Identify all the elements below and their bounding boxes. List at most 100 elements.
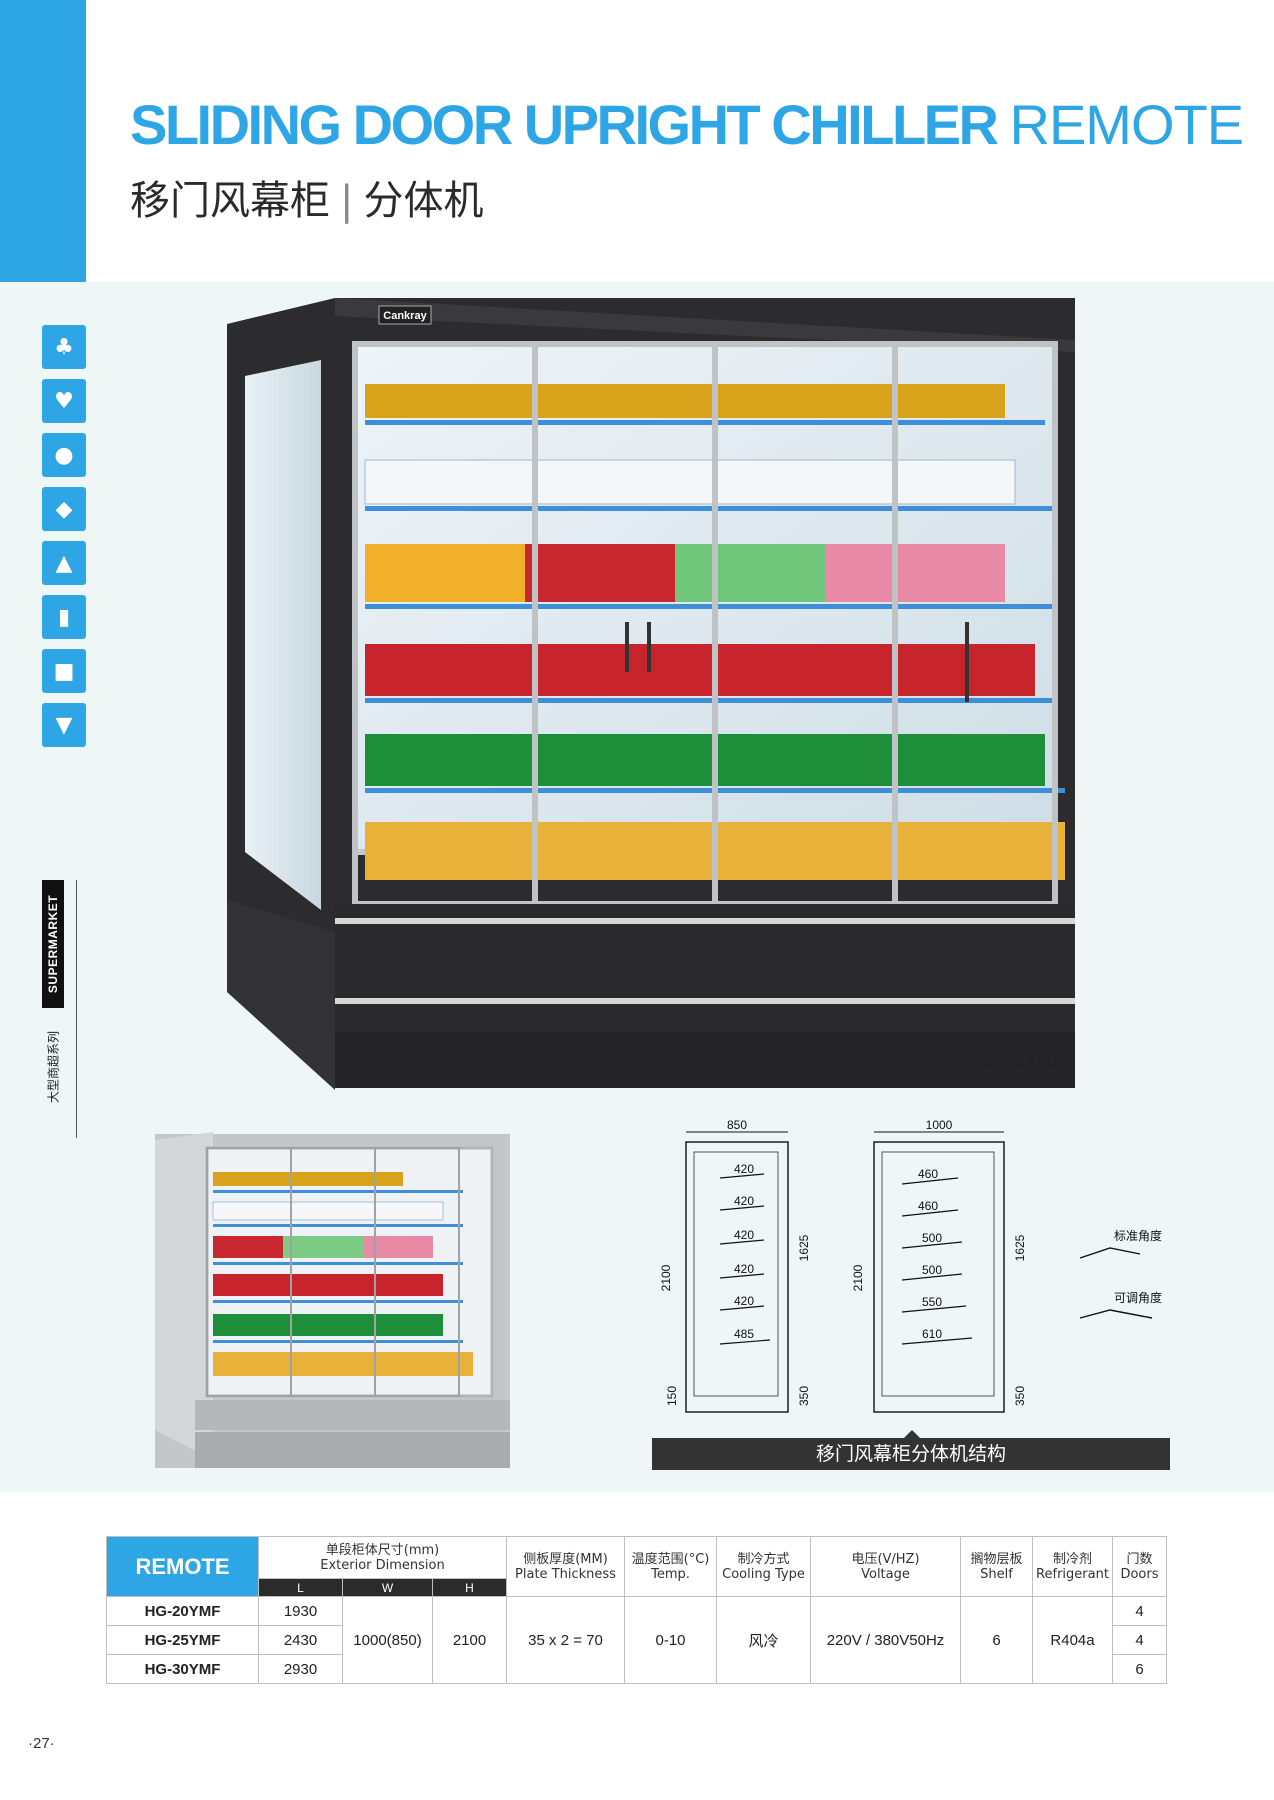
right-shelf-6: 610: [922, 1327, 942, 1341]
left-width-label: 850: [727, 1118, 747, 1132]
title-cn-separator: |: [340, 178, 354, 224]
dimension-cn: 单段柜体尺寸(mm): [325, 1542, 440, 1558]
structure-section-title: 移门风幕柜分体机结构: [652, 1430, 1170, 1470]
left-shelf-5: 420: [734, 1294, 754, 1308]
doors-cn: 门数: [1126, 1551, 1153, 1567]
dimension-en: Exterior Dimension: [320, 1557, 445, 1573]
series-label-cn: 大型商超系列: [46, 1030, 61, 1104]
series-label-cn-box: 大型商超系列: [42, 1012, 64, 1122]
left-shelf-3: 420: [734, 1228, 754, 1242]
title-cn-right: 分体机: [363, 178, 484, 224]
category-icon-list: ♣ ♥ ● ◆ ▲ ▮ ■ ▼: [42, 325, 86, 757]
spec-header-h: H: [432, 1578, 507, 1597]
right-shelf-5: 550: [922, 1295, 942, 1309]
row-shelf: 6: [960, 1596, 1033, 1684]
left-shelf-1: 420: [734, 1162, 754, 1176]
series-label-en-box: SUPERMARKET: [42, 880, 64, 1008]
cake-icon: ▲: [42, 541, 86, 585]
table-row: HG-30YMF 2930 6: [106, 1654, 1167, 1684]
row-model: HG-25YMF: [106, 1625, 259, 1655]
right-height-label: 2100: [851, 1264, 865, 1291]
voltage-en: Voltage: [861, 1566, 910, 1582]
table-row: HG-25YMF 2430 4: [106, 1625, 1167, 1655]
structure-diagram: 850 2100 1625 350 150 420 420 420 420 42…: [659, 1118, 1162, 1413]
series-label-rule: [76, 880, 77, 1138]
spec-header-temp: 温度范围(°C) Temp.: [624, 1536, 717, 1597]
left-foot-label: 150: [665, 1386, 679, 1406]
brand-logo: Cankray: [383, 310, 427, 322]
row-height: 2100: [432, 1596, 507, 1684]
temp-en: Temp.: [651, 1566, 690, 1582]
right-shelf-2: 460: [918, 1199, 938, 1213]
row-doors: 6: [1112, 1654, 1167, 1684]
secondary-chiller-image: [155, 1132, 510, 1468]
left-shelf-2: 420: [734, 1194, 754, 1208]
row-cooling: 风冷: [716, 1596, 811, 1684]
row-width: 1000(850): [342, 1596, 433, 1684]
structure-section-title-text: 移门风幕柜分体机结构: [815, 1443, 1006, 1465]
shelf-en: Shelf: [980, 1566, 1013, 1582]
fruit-icon: ●: [42, 433, 86, 477]
row-doors: 4: [1112, 1625, 1167, 1655]
spec-header-shelf: 搁物层板 Shelf: [960, 1536, 1033, 1597]
table-row: HG-20YMF 1930 1000(850) 2100 35 x 2 = 70…: [106, 1596, 1167, 1684]
spec-header-dimension: 单段柜体尺寸(mm) Exterior Dimension: [258, 1536, 507, 1579]
bottle-icon: ▮: [42, 595, 86, 639]
row-length: 1930: [258, 1596, 343, 1626]
title-main: SLIDING DOOR UPRIGHT CHILLER: [130, 93, 999, 156]
ice-cream-icon: ▼: [42, 703, 86, 747]
row-model: HG-30YMF: [106, 1654, 259, 1684]
right-base-label: 350: [1013, 1386, 1027, 1406]
shelf-cn: 搁物层板: [970, 1551, 1023, 1567]
spec-header-l: L: [258, 1578, 343, 1597]
spec-header-voltage: 电压(V/HZ) Voltage: [810, 1536, 961, 1597]
blue-corner-tab: [0, 0, 86, 282]
row-plate: 35 x 2 = 70: [506, 1596, 625, 1684]
hero-model-label: HG-25YMF: [968, 1050, 1065, 1071]
row-model: HG-20YMF: [106, 1596, 259, 1626]
plate-cn: 侧板厚度(MM): [523, 1551, 608, 1567]
right-width-label: 1000: [926, 1118, 953, 1132]
right-shelf-4: 500: [922, 1263, 942, 1277]
milk-carton-icon: ■: [42, 649, 86, 693]
doors-en: Doors: [1120, 1566, 1159, 1582]
spec-table: REMOTE 单段柜体尺寸(mm) Exterior Dimension 侧板厚…: [106, 1536, 1167, 1684]
page-title: SLIDING DOOR UPRIGHT CHILLER REMOTE: [130, 92, 1245, 157]
left-base-label: 350: [797, 1386, 811, 1406]
right-shelf-1: 460: [918, 1167, 938, 1181]
right-inner-label: 1625: [1013, 1234, 1027, 1261]
series-label-en: SUPERMARKET: [46, 894, 60, 994]
spec-header-doors: 门数 Doors: [1112, 1536, 1167, 1597]
row-length: 2930: [258, 1654, 343, 1684]
plate-en: Plate Thickness: [515, 1566, 616, 1582]
spec-header-refrigerant: 制冷剂 Refrigerant: [1032, 1536, 1113, 1597]
meat-icon: ♥: [42, 379, 86, 423]
page-number: ·27·: [28, 1735, 55, 1752]
spec-header-w: W: [342, 1578, 433, 1597]
title-variant: REMOTE: [1009, 93, 1245, 156]
cooling-en: Cooling Type: [722, 1566, 805, 1582]
spec-header-cooling: 制冷方式 Cooling Type: [716, 1536, 811, 1597]
series-label: SUPERMARKET 大型商超系列: [38, 880, 77, 1138]
spec-header-remote: REMOTE: [106, 1536, 259, 1597]
left-inner-label: 1625: [797, 1234, 811, 1261]
angle-standard-label: 标准角度: [1114, 1228, 1162, 1243]
left-height-label: 2100: [659, 1264, 673, 1291]
angle-adjustable-label: 可调角度: [1114, 1290, 1162, 1305]
refrigerant-en: Refrigerant: [1036, 1566, 1109, 1582]
section-title-notch: [904, 1430, 920, 1438]
refrigerant-cn: 制冷剂: [1052, 1551, 1092, 1567]
right-shelf-3: 500: [922, 1231, 942, 1245]
row-length: 2430: [258, 1625, 343, 1655]
row-doors: 4: [1112, 1596, 1167, 1626]
page-title-cn: 移门风幕柜|分体机: [130, 168, 483, 226]
vegetables-icon: ♣: [42, 325, 86, 369]
title-cn-left: 移门风幕柜: [130, 178, 330, 224]
voltage-cn: 电压(V/HZ): [851, 1551, 920, 1567]
row-temp: 0-10: [624, 1596, 717, 1684]
cheese-icon: ◆: [42, 487, 86, 531]
main-chiller-image: Cankray: [227, 298, 1075, 1090]
cooling-cn: 制冷方式: [737, 1551, 790, 1567]
left-shelf-6: 485: [734, 1327, 754, 1341]
spec-header-plate: 侧板厚度(MM) Plate Thickness: [506, 1536, 625, 1597]
